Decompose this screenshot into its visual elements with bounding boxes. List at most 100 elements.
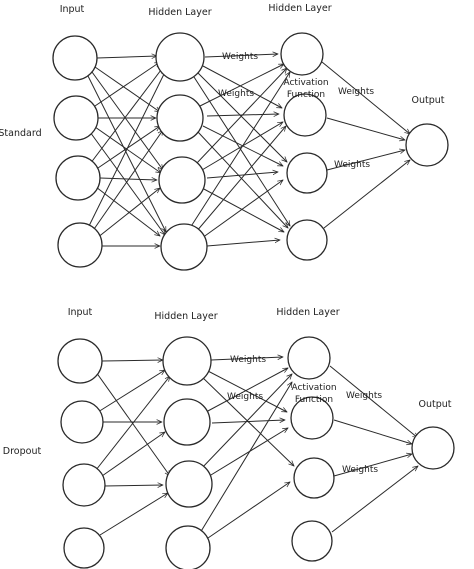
- edge: [201, 180, 283, 239]
- weights-label: Weights: [342, 465, 378, 475]
- weights-label: Weights: [346, 391, 382, 401]
- edge: [210, 357, 283, 361]
- hidden1-node: [160, 223, 208, 271]
- activation-function-label: Activation: [283, 78, 328, 88]
- edge: [87, 75, 167, 232]
- hidden2-node: [283, 93, 327, 137]
- standard-edges: [87, 54, 410, 247]
- weights-label: Weights: [230, 355, 266, 365]
- standard-input-label: Input: [60, 4, 85, 15]
- edge: [205, 367, 288, 413]
- edge: [99, 493, 168, 536]
- edge: [94, 126, 161, 173]
- edge: [199, 63, 284, 107]
- activation-function-label: Function: [295, 395, 333, 405]
- activation-function-label: Activation: [291, 383, 336, 393]
- activation-function-label: Function: [287, 90, 325, 100]
- edge: [206, 172, 278, 179]
- standard-input-layer: [52, 35, 103, 268]
- standard-hidden1-label: Hidden Layer: [148, 7, 211, 18]
- edge: [326, 117, 405, 140]
- standard-hidden2-label: Hidden Layer: [268, 3, 331, 14]
- hidden1-node: [165, 460, 213, 508]
- edge: [91, 62, 160, 109]
- input-node: [55, 155, 101, 201]
- edge: [91, 71, 163, 170]
- dropout-edges: [95, 357, 418, 539]
- input-node: [63, 527, 105, 569]
- standard-hidden1-layer: [155, 32, 208, 271]
- dropout-panel: Input Hidden Layer Hidden Layer Output D…: [3, 307, 455, 569]
- edge: [331, 466, 418, 533]
- hidden2-node: [293, 457, 335, 499]
- input-node: [60, 400, 104, 444]
- hidden1-node: [163, 398, 211, 446]
- edge: [326, 150, 405, 171]
- standard-panel: Input Hidden Layer Hidden Layer Output S…: [0, 3, 449, 271]
- standard-output-label: Output: [412, 95, 445, 106]
- dropout-hidden2-label: Hidden Layer: [276, 307, 339, 318]
- edge: [199, 374, 292, 471]
- edge: [207, 482, 290, 539]
- edge: [333, 419, 412, 444]
- edge: [323, 160, 410, 229]
- input-node: [53, 95, 99, 141]
- edge: [97, 370, 165, 413]
- input-node: [57, 338, 103, 384]
- edge: [95, 376, 170, 471]
- edge: [204, 54, 278, 58]
- input-node: [57, 222, 103, 268]
- hidden1-node: [165, 525, 211, 569]
- hidden2-node: [280, 32, 324, 76]
- edge: [195, 126, 286, 233]
- input-node: [52, 35, 98, 81]
- hidden1-node: [162, 336, 212, 386]
- edge: [91, 130, 163, 233]
- edge: [333, 454, 412, 477]
- dropout-output-label: Output: [419, 399, 452, 410]
- weights-label: Weights: [218, 89, 254, 99]
- standard-row-label: Standard: [0, 128, 42, 139]
- dropout-output-layer: [411, 426, 455, 470]
- standard-output-layer: [405, 123, 449, 167]
- edge: [206, 240, 280, 247]
- input-node: [62, 463, 106, 507]
- edge: [101, 360, 163, 361]
- edge: [195, 68, 287, 165]
- dropout-input-label: Input: [68, 307, 93, 318]
- output-node: [405, 123, 449, 167]
- edge: [197, 131, 288, 228]
- edge: [321, 61, 410, 134]
- dropout-hidden1-label: Hidden Layer: [154, 311, 217, 322]
- weights-label: Weights: [338, 87, 374, 97]
- edge: [96, 188, 160, 239]
- edge: [211, 420, 285, 424]
- dropout-hidden1-layer: [162, 336, 213, 569]
- edge: [329, 365, 418, 438]
- hidden2-node: [287, 336, 331, 380]
- dropout-row-label: Dropout: [3, 446, 42, 457]
- edge: [205, 369, 287, 413]
- weights-label: Weights: [227, 392, 263, 402]
- dropout-input-layer: [57, 338, 106, 569]
- edge: [95, 371, 170, 476]
- weights-label: Weights: [334, 160, 370, 170]
- edge: [95, 186, 160, 236]
- hidden2-node: [291, 520, 333, 562]
- edge: [202, 65, 282, 109]
- edge: [193, 76, 290, 226]
- edge: [89, 131, 165, 235]
- edge: [96, 56, 157, 58]
- edge: [205, 428, 288, 479]
- hidden1-node: [156, 94, 204, 142]
- edge: [103, 485, 163, 486]
- edge: [197, 72, 287, 162]
- edge: [199, 382, 292, 534]
- standard-hidden2-layer: [280, 32, 328, 261]
- output-node: [411, 426, 455, 470]
- hidden1-node: [155, 32, 205, 82]
- edge: [189, 72, 290, 229]
- hidden2-node: [290, 396, 334, 440]
